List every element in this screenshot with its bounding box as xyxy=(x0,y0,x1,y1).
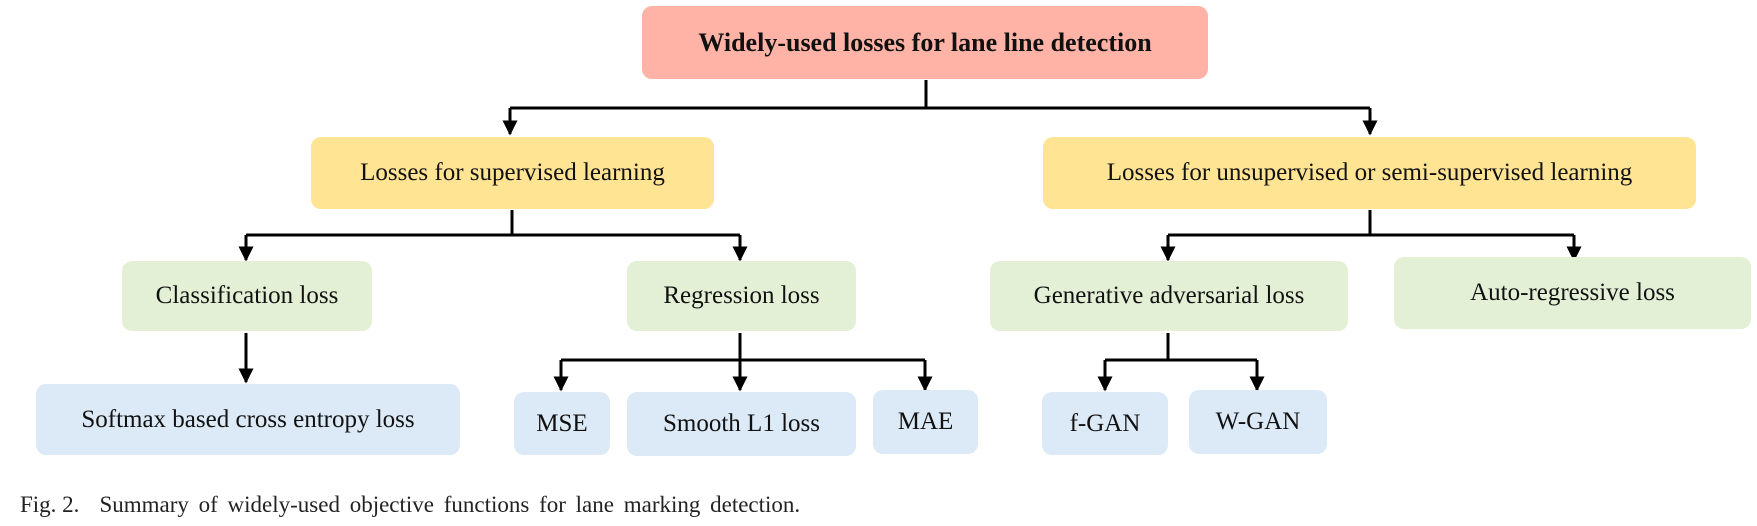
node-gan: Generative adversarial loss xyxy=(990,261,1348,331)
node-fgan: f-GAN xyxy=(1042,392,1168,455)
node-gan-label: Generative adversarial loss xyxy=(1033,282,1305,309)
node-classification: Classification loss xyxy=(122,261,372,331)
figure-caption: Fig. 2. Summary of widely-used objective … xyxy=(20,492,800,518)
node-smooth-l1-label: Smooth L1 loss xyxy=(663,410,820,437)
node-smooth-l1: Smooth L1 loss xyxy=(627,392,856,456)
root-node: Widely-used losses for lane line detecti… xyxy=(642,6,1208,79)
node-supervised-label: Losses for supervised learning xyxy=(360,159,665,186)
figure-caption-text: Summary of widely-used objective functio… xyxy=(99,492,801,517)
node-softmax: Softmax based cross entropy loss xyxy=(36,384,460,455)
node-autoregressive-label: Auto-regressive loss xyxy=(1470,279,1675,306)
node-unsupervised-label: Losses for unsupervised or semi-supervis… xyxy=(1106,159,1633,186)
node-mse-label: MSE xyxy=(536,409,588,437)
node-autoregressive: Auto-regressive loss xyxy=(1394,257,1751,329)
node-regression-label: Regression loss xyxy=(663,282,820,309)
node-unsupervised: Losses for unsupervised or semi-supervis… xyxy=(1043,137,1696,209)
node-wgan: W-GAN xyxy=(1189,390,1327,454)
node-mae: MAE xyxy=(873,390,978,454)
node-classification-label: Classification loss xyxy=(155,282,339,309)
node-fgan-label: f-GAN xyxy=(1069,409,1141,437)
root-label: Widely-used losses for lane line detecti… xyxy=(698,27,1152,57)
node-regression: Regression loss xyxy=(627,261,856,331)
node-mae-label: MAE xyxy=(897,408,954,435)
figure-number: Fig. 2. xyxy=(20,492,80,517)
node-wgan-label: W-GAN xyxy=(1215,408,1301,435)
node-softmax-label: Softmax based cross entropy loss xyxy=(81,405,415,433)
node-supervised: Losses for supervised learning xyxy=(311,137,714,209)
node-mse: MSE xyxy=(514,392,610,455)
